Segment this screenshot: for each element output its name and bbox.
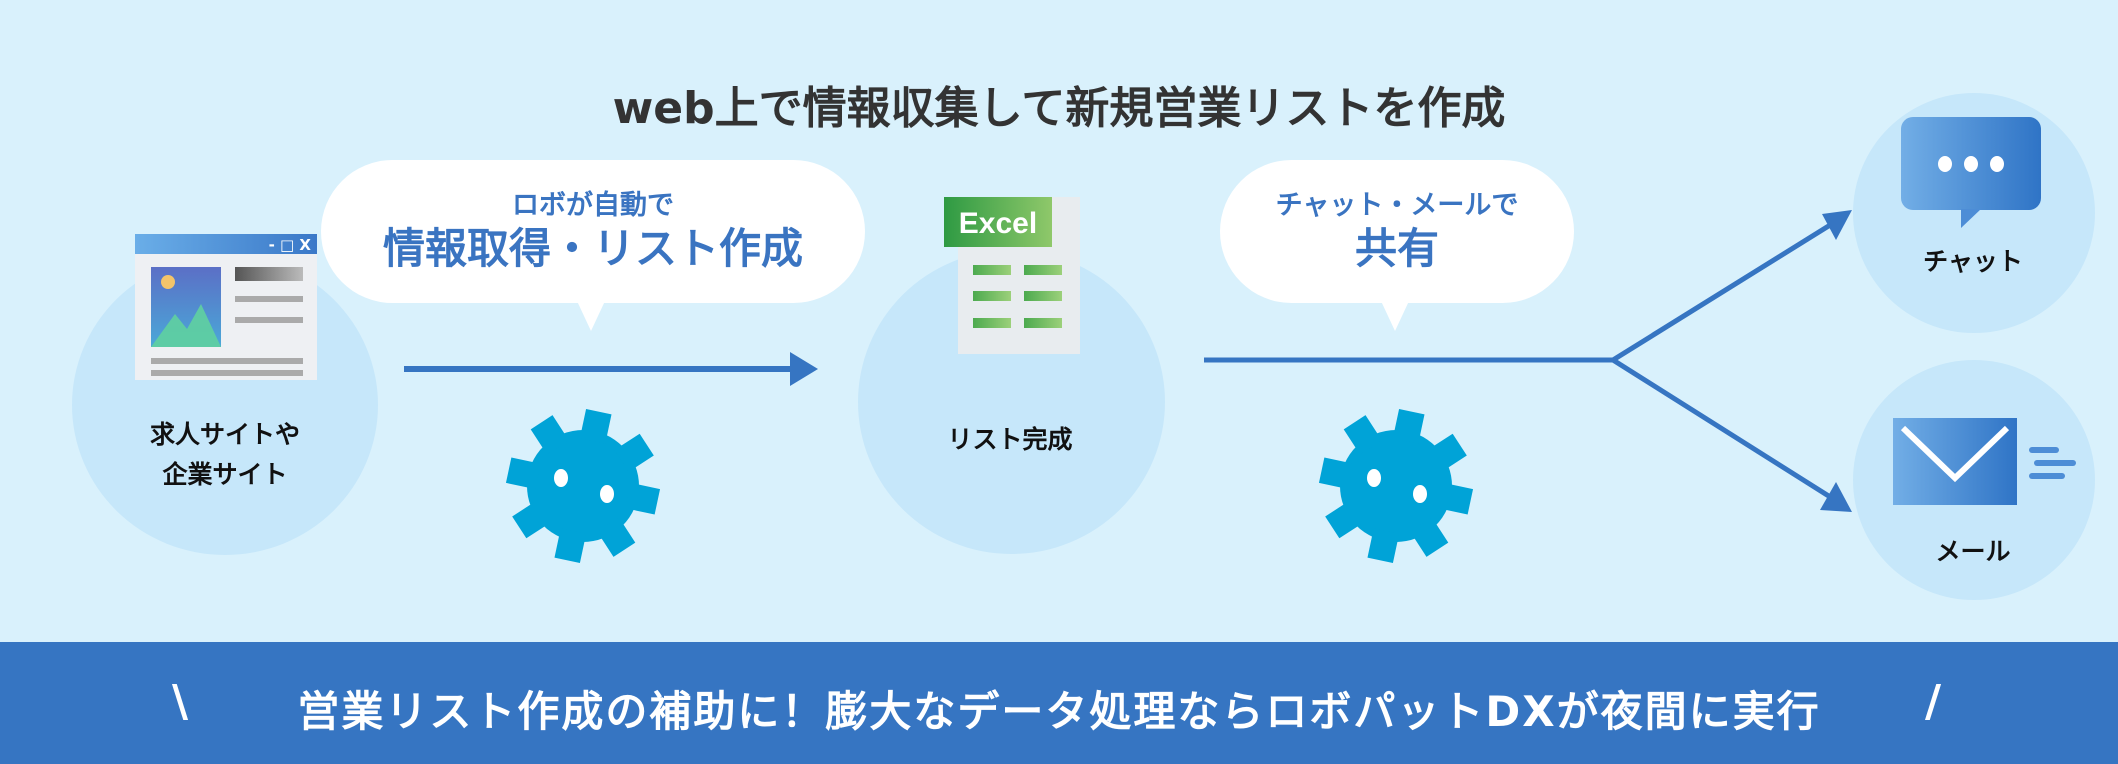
- bubble-robot-title: 情報取得・リスト作成: [382, 224, 803, 273]
- source-label-line1: 求人サイトや: [149, 420, 300, 449]
- excel-badge: Excel: [959, 207, 1037, 240]
- result-label: リスト完成: [947, 425, 1073, 454]
- chat-label: チャット: [1923, 247, 2023, 276]
- branch-to-chat: [1611, 219, 1837, 363]
- flow-arrows: [404, 210, 1852, 512]
- banner-left-mark: \: [172, 676, 189, 727]
- window-controls: - □ X: [269, 236, 312, 254]
- excel-document-icon: Excel: [944, 197, 1080, 354]
- branch-to-mail-head: [1820, 482, 1852, 512]
- arrow-to-list-head: [790, 352, 818, 386]
- branch-to-chat-head: [1822, 210, 1852, 240]
- chat-bubble-icon: [1901, 117, 2041, 228]
- speech-bubble-share: チャット・メールで 共有: [1220, 160, 1574, 331]
- bubble-share-title: 共有: [1354, 224, 1439, 273]
- branch-to-mail: [1611, 357, 1837, 503]
- browser-window-icon: - □ X: [135, 234, 317, 380]
- mail-label: メール: [1935, 537, 2011, 566]
- speech-bubble-robot: ロボが自動で 情報取得・リスト作成: [321, 160, 865, 331]
- mail-envelope-icon: [1893, 418, 2076, 505]
- page-title: web上で情報収集して新規営業リストを作成: [612, 83, 1506, 134]
- bottom-banner: \ 営業リスト作成の補助に！膨大なデータ処理ならロボパットDXが夜間に実行 /: [0, 642, 2118, 764]
- bubble-robot-subtitle: ロボが自動で: [512, 190, 674, 221]
- source-label-line2: 企業サイト: [162, 460, 288, 489]
- banner-right-mark: /: [1925, 676, 1942, 727]
- robot-gear-icon: [505, 408, 661, 564]
- banner-text: 営業リスト作成の補助に！膨大なデータ処理ならロボパットDXが夜間に実行: [297, 687, 1821, 736]
- bubble-share-subtitle: チャット・メールで: [1275, 190, 1519, 221]
- robot-gear-icon-2: [1318, 408, 1474, 564]
- source-label: 求人サイトや 企業サイト: [100, 415, 350, 495]
